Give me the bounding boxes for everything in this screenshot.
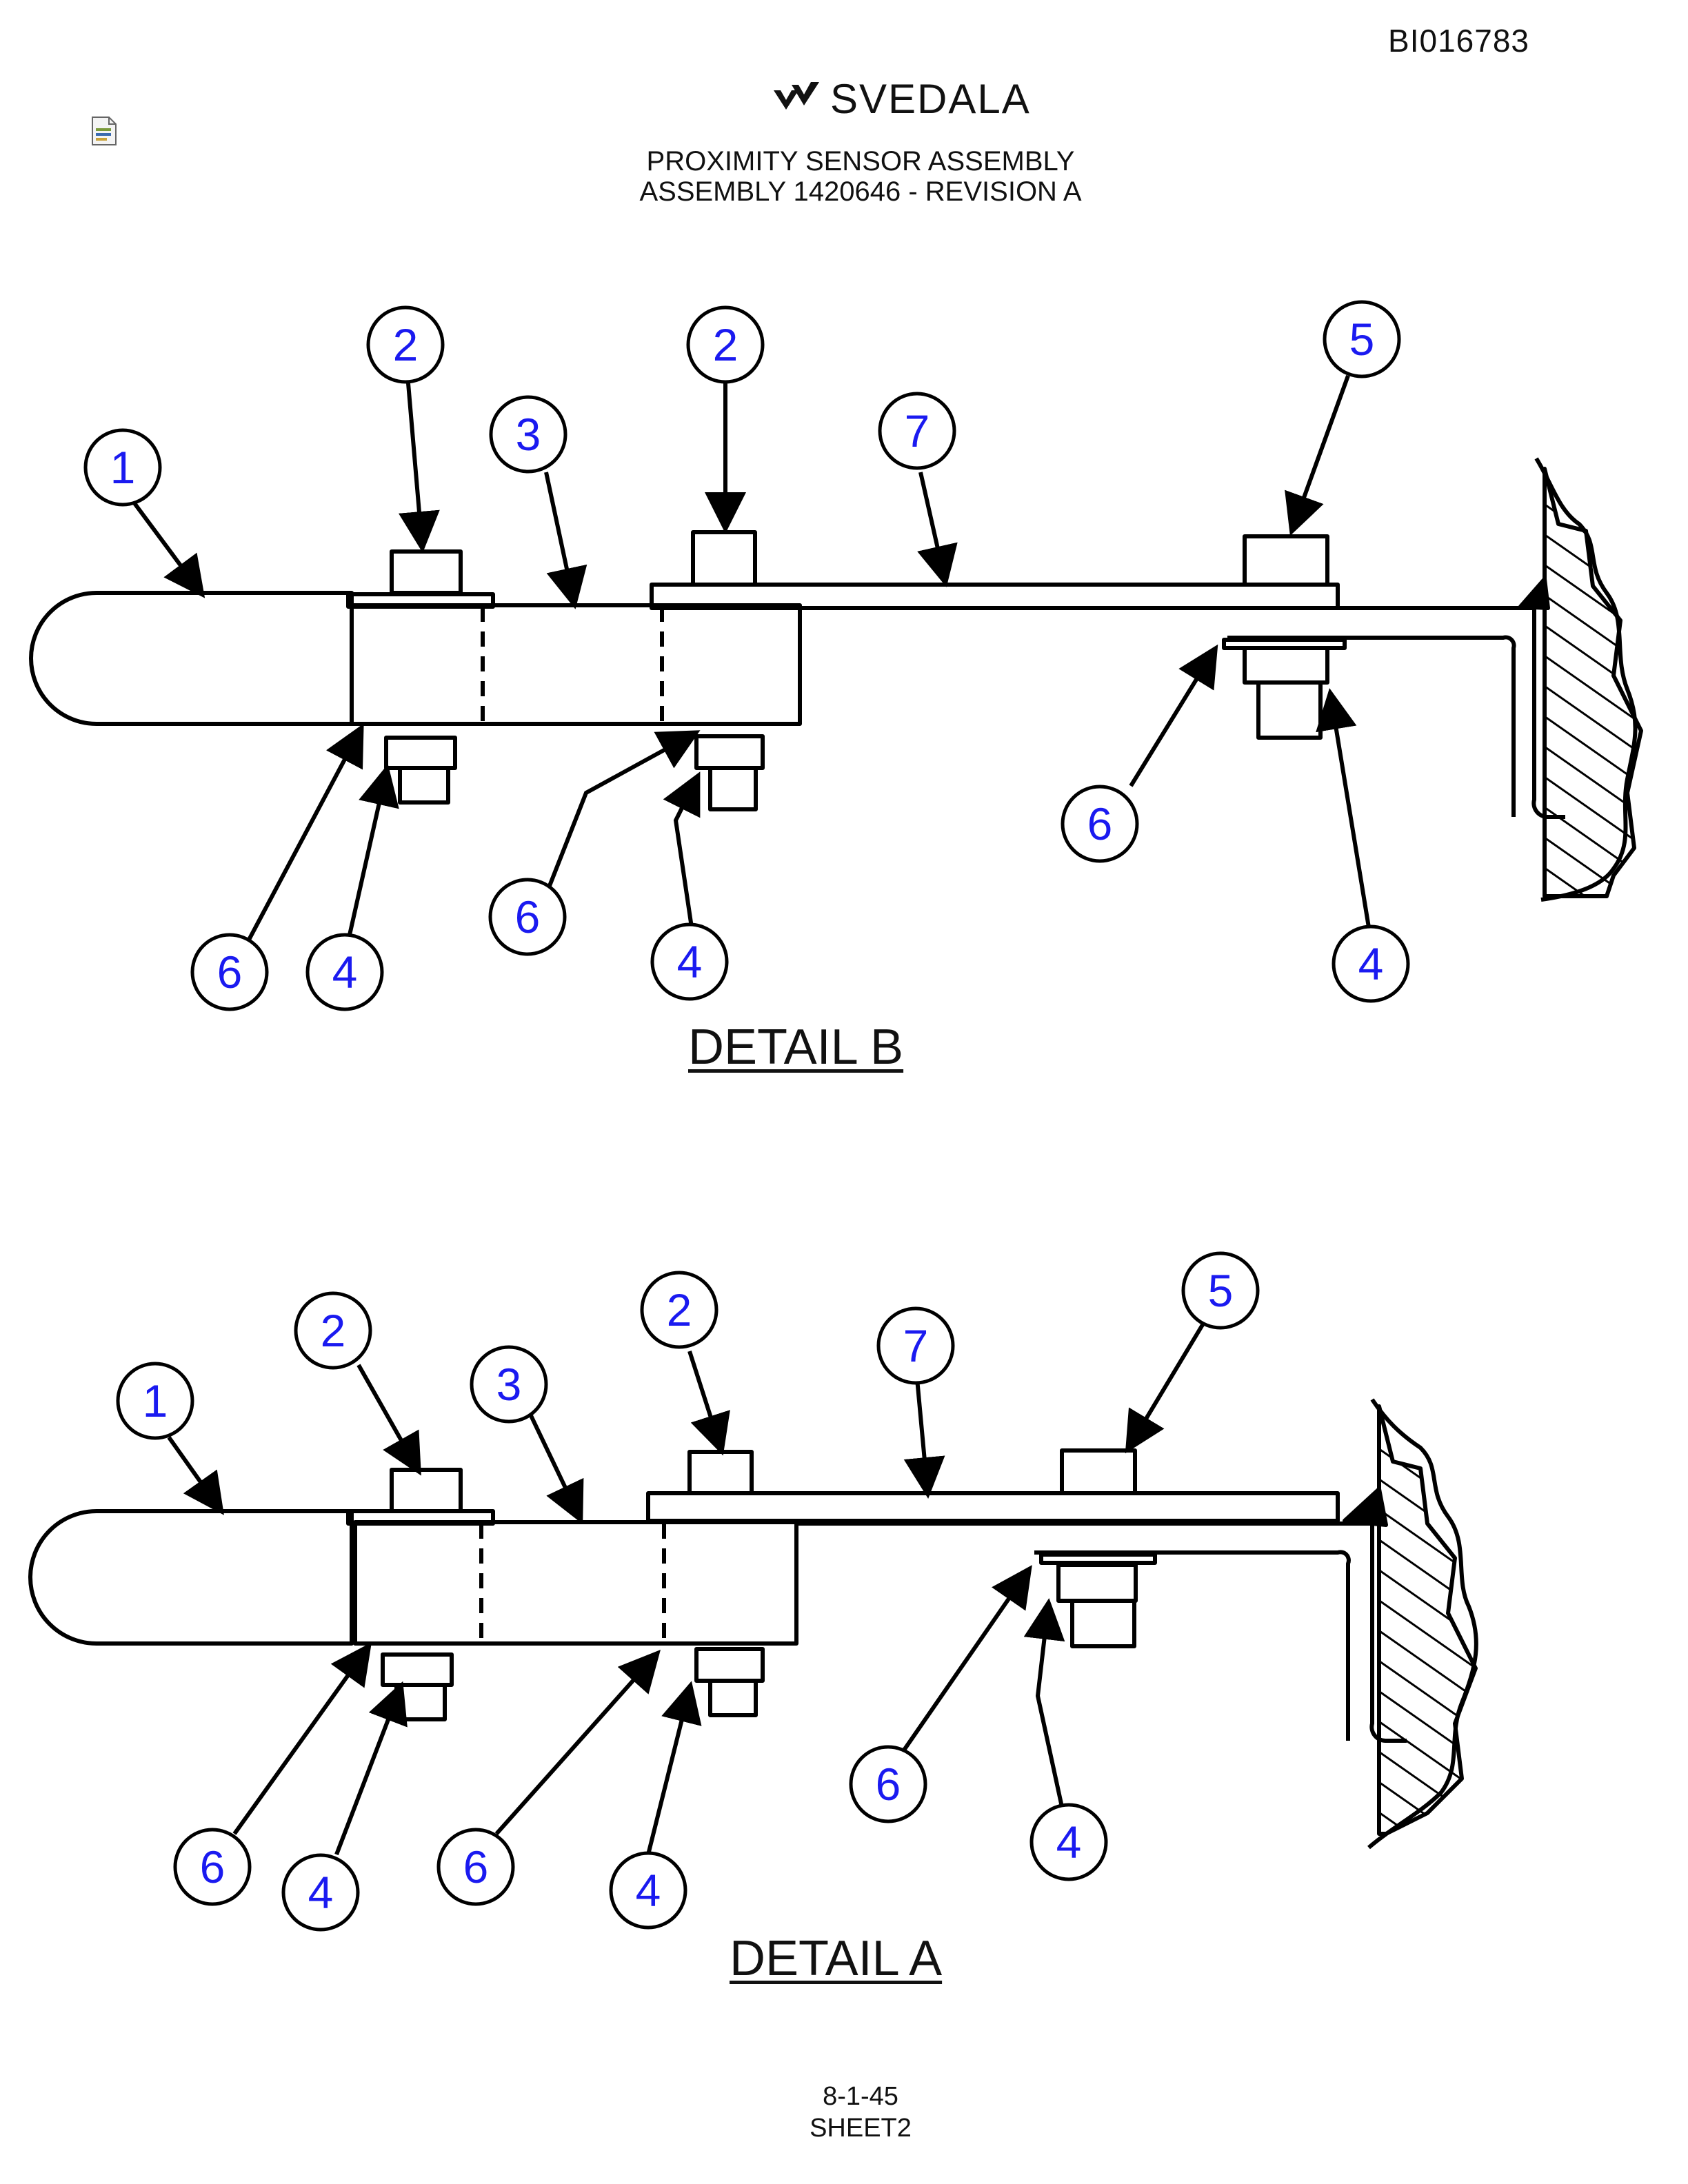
- svg-text:5: 5: [1208, 1265, 1234, 1316]
- svg-text:4: 4: [1056, 1817, 1082, 1868]
- document-id: BI016783: [1388, 23, 1529, 59]
- callout-1: 1: [116, 1362, 194, 1440]
- svg-text:6: 6: [463, 1841, 489, 1892]
- svg-text:6: 6: [515, 891, 541, 942]
- svg-text:6: 6: [876, 1759, 901, 1810]
- svg-text:4: 4: [636, 1865, 661, 1916]
- drawing-title: PROXIMITY SENSOR ASSEMBLY: [646, 146, 1075, 176]
- document-icon[interactable]: [91, 116, 117, 146]
- svg-text:5: 5: [1349, 314, 1375, 365]
- svg-text:1: 1: [110, 442, 136, 493]
- callout-7: 7: [878, 392, 956, 470]
- svg-text:6: 6: [1087, 798, 1113, 849]
- callout-5: 5: [1181, 1251, 1260, 1330]
- callout-2: 2: [686, 305, 765, 384]
- callout-2: 2: [640, 1271, 719, 1349]
- svg-text:2: 2: [321, 1305, 346, 1356]
- callout-3: 3: [470, 1345, 548, 1424]
- callout-4: 4: [1332, 924, 1410, 1003]
- detail-a-leaders: [167, 1322, 1205, 1856]
- svg-text:1: 1: [143, 1375, 168, 1426]
- svg-text:7: 7: [905, 405, 930, 456]
- brand-logo: SVEDALA: [771, 74, 1031, 123]
- callout-4: 4: [1029, 1803, 1108, 1881]
- callout-2: 2: [366, 305, 445, 384]
- callout-6: 6: [173, 1828, 252, 1906]
- detail-b-label: DETAIL B: [688, 1020, 904, 1075]
- callout-4: 4: [305, 933, 384, 1011]
- page-number: 8-1-45: [823, 2082, 898, 2111]
- svg-text:4: 4: [308, 1867, 334, 1918]
- callout-3: 3: [489, 395, 567, 474]
- svg-text:6: 6: [200, 1841, 225, 1892]
- detail-a-callouts: 1 2 3 2 7 5 6 4 6 4 6 4: [116, 1251, 1260, 1932]
- svg-text:4: 4: [677, 936, 703, 987]
- callout-2: 2: [294, 1291, 372, 1370]
- detail-a-drawing: [28, 1398, 1478, 1850]
- callout-6: 6: [190, 933, 269, 1011]
- callout-7: 7: [876, 1306, 955, 1385]
- svg-text:6: 6: [217, 947, 243, 998]
- callout-4: 4: [609, 1851, 687, 1930]
- svg-text:3: 3: [496, 1359, 522, 1410]
- callout-5: 5: [1323, 300, 1401, 378]
- svg-text:2: 2: [713, 319, 738, 370]
- svg-text:3: 3: [516, 409, 541, 460]
- callout-4: 4: [650, 922, 729, 1001]
- callout-6: 6: [1061, 785, 1139, 863]
- svg-text:4: 4: [332, 947, 358, 998]
- svedala-logo-icon: [774, 82, 819, 110]
- callout-1: 1: [83, 428, 162, 507]
- callout-4: 4: [281, 1853, 360, 1932]
- detail-b-leaders: [132, 374, 1371, 942]
- detail-a-label: DETAIL A: [730, 1931, 943, 1986]
- brand-name: SVEDALA: [830, 75, 1031, 122]
- svg-text:2: 2: [393, 319, 419, 370]
- svg-text:4: 4: [1358, 938, 1384, 989]
- assembly-number: ASSEMBLY 1420646 - REVISION A: [639, 176, 1082, 207]
- callout-6: 6: [849, 1745, 927, 1823]
- callout-6: 6: [436, 1828, 515, 1906]
- detail-b-drawing: [29, 457, 1643, 902]
- callout-6: 6: [488, 878, 567, 956]
- svg-text:7: 7: [903, 1320, 929, 1371]
- sheet-number: SHEET2: [810, 2114, 912, 2143]
- svg-text:2: 2: [667, 1284, 692, 1335]
- detail-b-callouts: 1 2 3 2 7 5 6 4 6 4 6 4: [83, 300, 1410, 1011]
